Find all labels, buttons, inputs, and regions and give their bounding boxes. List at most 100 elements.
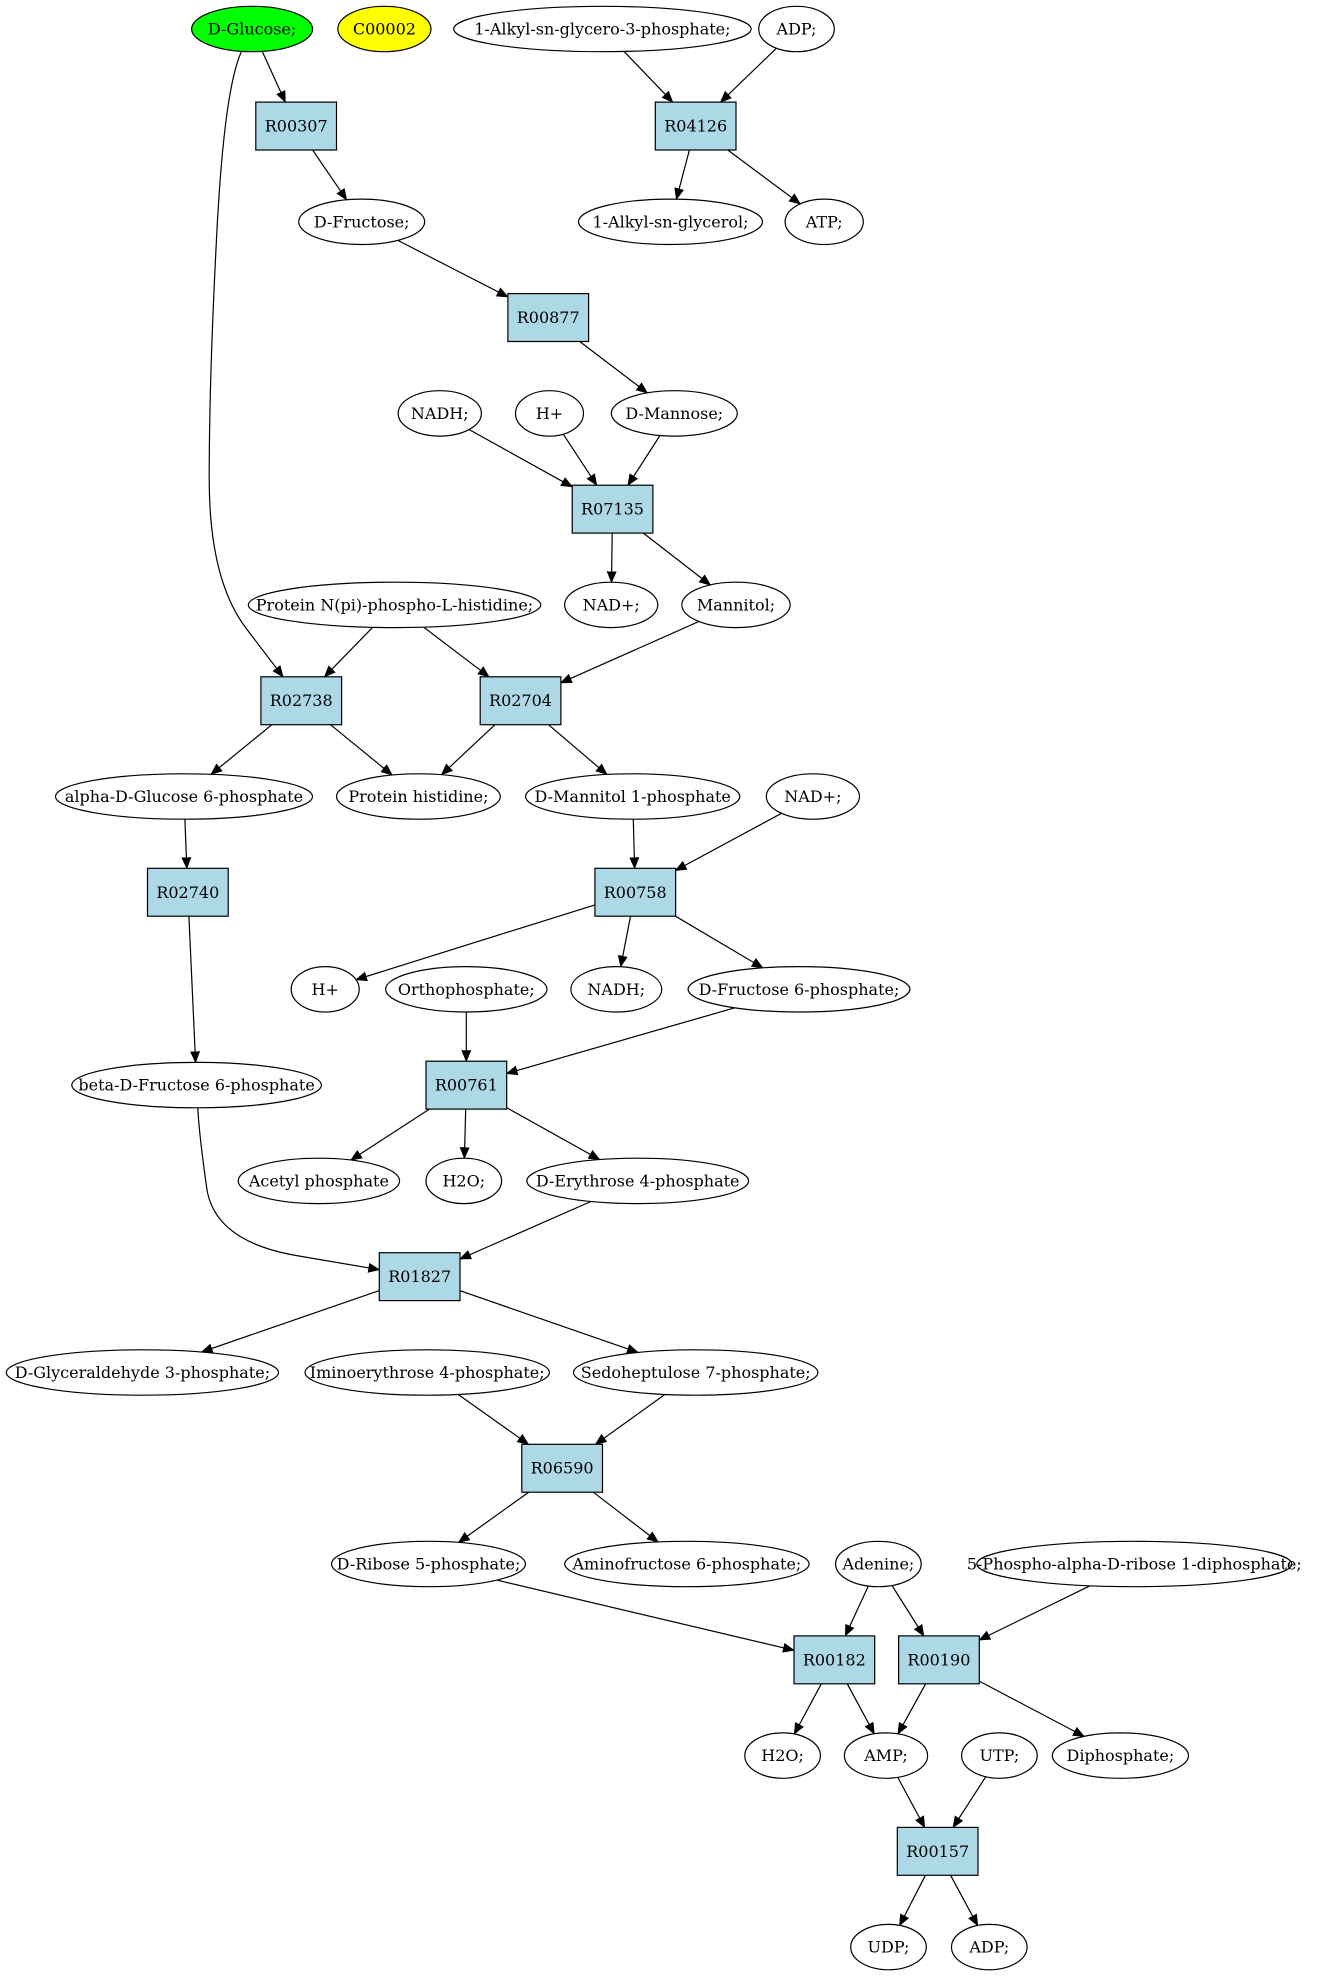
node-label: D-Ribose 5-phosphate;: [337, 1555, 521, 1574]
compound-node-bdf6p: beta-D-Fructose 6-phosphate: [71, 1061, 323, 1109]
reaction-box: [255, 101, 338, 151]
reaction-node-r02704: R02704: [479, 676, 562, 726]
edge-r00758-to-df6p: [675, 915, 764, 969]
edge-r00758-to-hplus2: [355, 904, 596, 982]
node-label: R00758: [604, 883, 667, 902]
node-label: Protein histidine;: [348, 787, 488, 806]
compound-ellipse: [290, 965, 360, 1013]
edge-r02704-to-proteinhis: [440, 724, 496, 776]
edge-nadplus2-to-r00758: [674, 812, 782, 872]
node-label: R00307: [265, 117, 328, 136]
compound-ellipse: [425, 1157, 503, 1205]
edge-bdf6p-to-r01827: [197, 1107, 381, 1273]
compound-ellipse: [976, 1540, 1293, 1588]
compound-ellipse: [191, 5, 314, 53]
compound-node-dmannitol1p: D-Mannitol 1-phosphate: [525, 773, 741, 820]
node-label: Sedoheptulose 7-phosphate;: [581, 1363, 811, 1382]
node-label: R02740: [156, 883, 219, 902]
node-label: Diphosphate;: [1067, 1746, 1175, 1765]
compound-ellipse: [610, 390, 738, 437]
node-label: R02704: [489, 691, 552, 710]
node-label: Aminofructose 6-phosphate;: [572, 1555, 802, 1574]
node-label: R01827: [388, 1267, 451, 1286]
edges: [181, 47, 1091, 1927]
node-label: H2O;: [761, 1746, 804, 1765]
compound-node-nadplus1: NAD+;: [564, 581, 659, 629]
edge-r00761-to-de4p: [506, 1107, 601, 1161]
edge-dr5p-to-r00182: [496, 1579, 795, 1653]
node-label: H2O;: [442, 1171, 485, 1190]
reaction-box: [146, 867, 229, 917]
edge-utp-to-r00157: [952, 1776, 987, 1829]
reaction-node-r02738: R02738: [260, 676, 343, 726]
edge-r00190-to-diphosphate: [978, 1680, 1085, 1737]
node-label: NAD+;: [583, 595, 640, 614]
compound-node-nadh1: NADH;: [397, 390, 482, 437]
edge-dmannitol1p-to-r00758: [629, 819, 640, 870]
reaction-box: [896, 1826, 979, 1876]
compound-ellipse: [681, 581, 791, 629]
edge-r02738-to-proteinhis: [330, 724, 393, 776]
node-label: Acetyl phosphate: [248, 1171, 389, 1190]
compound-node-s7p: Sedoheptulose 7-phosphate;: [572, 1349, 819, 1396]
edge-nadh1-to-r07135: [468, 428, 574, 488]
edge-r00182-to-h2o2: [793, 1683, 822, 1735]
compound-ellipse: [397, 390, 482, 437]
compound-ellipse: [765, 773, 861, 820]
edge-prpp-to-r00190: [978, 1585, 1091, 1641]
compound-ellipse: [337, 5, 432, 53]
edge-r01827-to-dg3p: [200, 1290, 380, 1354]
node-label: NAD+;: [784, 787, 841, 806]
edge-adp1-to-r04126: [719, 47, 777, 103]
compound-node-dr5p: D-Ribose 5-phosphate;: [330, 1540, 527, 1588]
reaction-box: [378, 1252, 461, 1302]
node-label: D-Fructose 6-phosphate;: [699, 980, 900, 999]
compound-node-adp2: ADP;: [950, 1923, 1028, 1971]
node-label: UDP;: [868, 1938, 910, 1957]
compound-ellipse: [850, 1923, 927, 1971]
compound-ellipse: [687, 965, 911, 1013]
compound-node-proteinnpi: Protein N(pi)-phospho-L-histidine;: [247, 581, 542, 629]
compound-node-mannitol: Mannitol;: [681, 581, 791, 629]
reaction-node-r02740: R02740: [146, 867, 229, 917]
node-label: C00002: [353, 20, 416, 39]
compound-node-acetylp: Acetyl phosphate: [237, 1157, 401, 1205]
reaction-node-r00877: R00877: [507, 293, 590, 343]
node-label: R00761: [435, 1076, 498, 1095]
edge-r02738-to-adg6p: [210, 724, 273, 775]
compound-ellipse: [950, 1923, 1028, 1971]
edge-r00307-to-dfructose: [312, 149, 348, 201]
compound-ellipse: [304, 1349, 550, 1396]
edge-adenine-to-r00182: [844, 1585, 869, 1637]
edge-mannitol-to-r02704: [559, 620, 700, 684]
node-label: Adenine;: [841, 1555, 914, 1574]
edge-df6p-to-r00761: [505, 1007, 735, 1076]
reaction-box: [594, 867, 677, 917]
reaction-node-r00761: R00761: [425, 1060, 508, 1110]
reaction-box: [425, 1060, 508, 1110]
edge-r00157-to-adp2: [950, 1875, 979, 1927]
reaction-node-r07135: R07135: [571, 484, 654, 534]
compound-node-aminof6p: Aminofructose 6-phosphate;: [564, 1540, 810, 1588]
compound-ellipse: [525, 773, 741, 820]
node-label: Protein N(pi)-phospho-L-histidine;: [256, 595, 533, 614]
node-label: ADP;: [968, 1938, 1009, 1957]
reaction-node-r06590: R06590: [521, 1443, 604, 1493]
edge-s7p-to-r06590: [594, 1393, 666, 1445]
compound-node-h2o1: H2O;: [425, 1157, 503, 1205]
edge-r00157-to-udp: [899, 1875, 926, 1927]
compound-ellipse: [564, 1540, 810, 1588]
compound-ellipse: [247, 581, 542, 629]
node-label: R00190: [907, 1650, 970, 1669]
reaction-node-r00758: R00758: [594, 867, 677, 917]
compound-ellipse: [744, 1732, 821, 1779]
compound-node-udp: UDP;: [850, 1923, 927, 1971]
compound-node-adg6p: alpha-D-Glucose 6-phosphate: [54, 773, 314, 820]
reaction-node-r04126: R04126: [654, 101, 737, 151]
compound-node-nadplus2: NAD+;: [765, 773, 861, 820]
node-label: R06590: [531, 1459, 594, 1478]
node-label: Iminoerythrose 4-phosphate;: [310, 1363, 545, 1382]
node-label: Orthophosphate;: [398, 980, 535, 999]
compound-ellipse: [335, 773, 501, 820]
